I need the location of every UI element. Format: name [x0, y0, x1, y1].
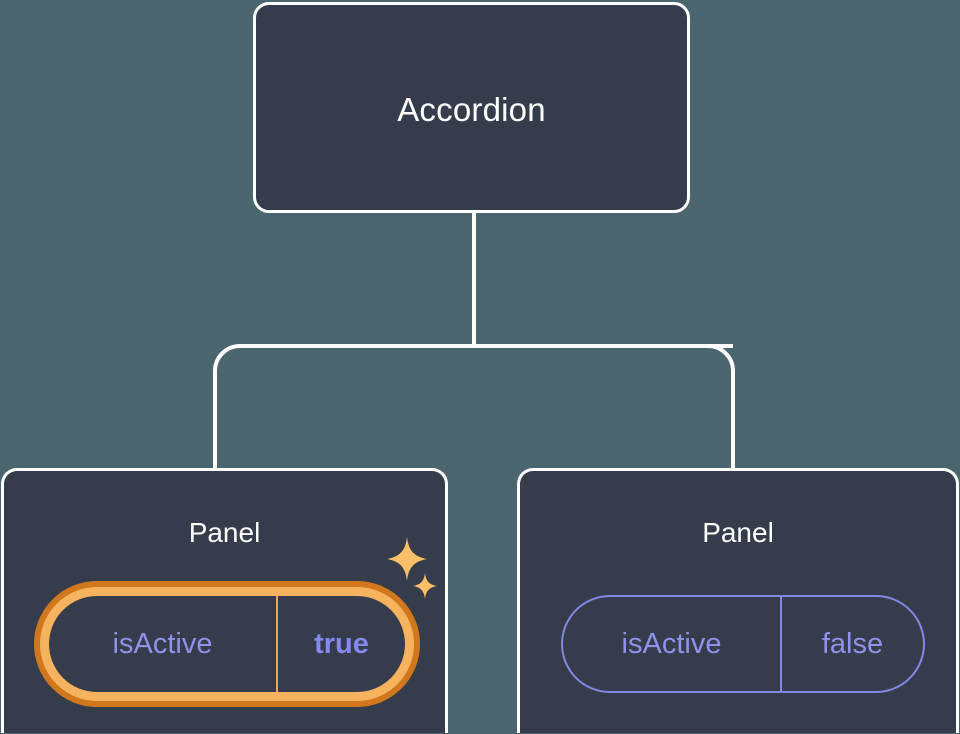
sparkle-icon [413, 573, 437, 599]
component-node-accordion[interactable]: Accordion [253, 2, 690, 213]
panel-right-title: Panel [702, 517, 774, 548]
component-node-panel-left[interactable]: Panel isActive true [1, 468, 448, 733]
connector-branch-left [213, 344, 733, 470]
highlight-ring-inner [40, 587, 414, 701]
component-node-panel-right[interactable]: Panel isActive false [517, 468, 959, 733]
prop-pill-is-active-false[interactable]: isActive false [561, 595, 925, 693]
sparkle-icon [387, 537, 427, 581]
prop-value: false [780, 597, 923, 691]
highlight-ring-outer [34, 581, 420, 707]
panel-left-title: Panel [188, 517, 261, 548]
prop-key: isActive [112, 627, 213, 660]
prop-pill-is-active-true[interactable]: isActive true [49, 596, 405, 692]
connector-branch-right [474, 344, 735, 470]
prop-key: isActive [621, 627, 722, 660]
accordion-title: Accordion [397, 91, 546, 128]
prop-value: true [276, 596, 405, 692]
panel-left-prop-highlight[interactable]: isActive true [34, 581, 420, 707]
